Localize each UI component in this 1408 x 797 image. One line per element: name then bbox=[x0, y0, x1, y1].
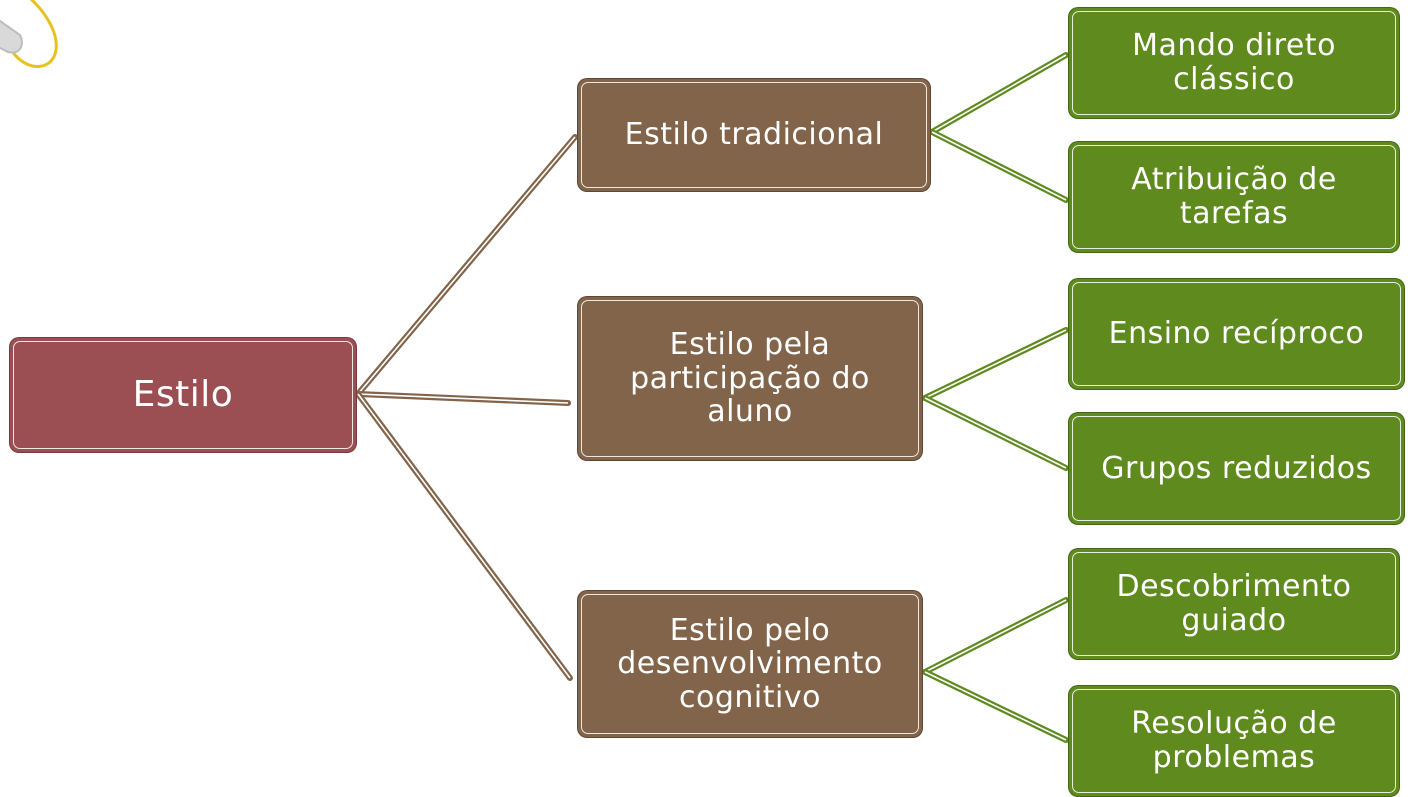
leaf-node-label: Atribuição de tarefas bbox=[1131, 162, 1337, 231]
connector-desenvolvimento-to-resolucao bbox=[922, 669, 1069, 743]
leaf-node-grupos-reduzidos: Grupos reduzidos bbox=[1069, 413, 1404, 524]
decorative-yellow-outline bbox=[0, 0, 58, 68]
leaf-node-resolucao-problemas: Resolução de problemas bbox=[1069, 686, 1399, 796]
leaf-node-label: Resolução de problemas bbox=[1131, 706, 1337, 775]
root-node-estilo: Estilo bbox=[10, 338, 356, 452]
leaf-node-ensino-reciproco: Ensino recíproco bbox=[1069, 279, 1404, 389]
connector-desenvolvimento-to-descobrimento bbox=[922, 597, 1069, 675]
leaf-node-atribuicao-tarefas: Atribuição de tarefas bbox=[1069, 142, 1399, 252]
connector-root-to-participacao bbox=[355, 391, 571, 406]
branch-node-estilo-participacao: Estilo pela participação do aluno bbox=[578, 297, 922, 460]
connector-root-to-desenvolvimento bbox=[355, 391, 573, 681]
branch-node-label: Estilo pela participação do aluno bbox=[630, 327, 870, 430]
branch-node-label: Estilo pelo desenvolvimento cognitivo bbox=[617, 612, 883, 715]
leaf-node-mando-direto: Mando direto clássico bbox=[1069, 8, 1399, 118]
decorative-corner-shape bbox=[0, 0, 58, 68]
connector-participacao-to-ensino bbox=[922, 327, 1069, 401]
branch-node-estilo-tradicional: Estilo tradicional bbox=[578, 79, 930, 191]
leaf-node-descobrimento-guiado: Descobrimento guiado bbox=[1069, 549, 1399, 659]
root-node-label: Estilo bbox=[132, 373, 234, 415]
leaf-node-label: Descobrimento guiado bbox=[1116, 569, 1352, 638]
connector-participacao-to-grupos bbox=[922, 395, 1069, 471]
leaf-node-label: Grupos reduzidos bbox=[1101, 450, 1372, 486]
connector-tradicional-to-mando bbox=[929, 52, 1069, 135]
connector-tradicional-to-atribuicao bbox=[929, 129, 1069, 203]
branch-node-estilo-desenvolvimento: Estilo pelo desenvolvimento cognitivo bbox=[578, 591, 922, 737]
leaf-node-label: Ensino recíproco bbox=[1108, 316, 1365, 352]
decorative-grey-wedge bbox=[0, 19, 23, 54]
leaf-node-label: Mando direto clássico bbox=[1132, 28, 1336, 97]
connector-root-to-tradicional bbox=[355, 134, 578, 397]
branch-node-label: Estilo tradicional bbox=[624, 117, 884, 153]
